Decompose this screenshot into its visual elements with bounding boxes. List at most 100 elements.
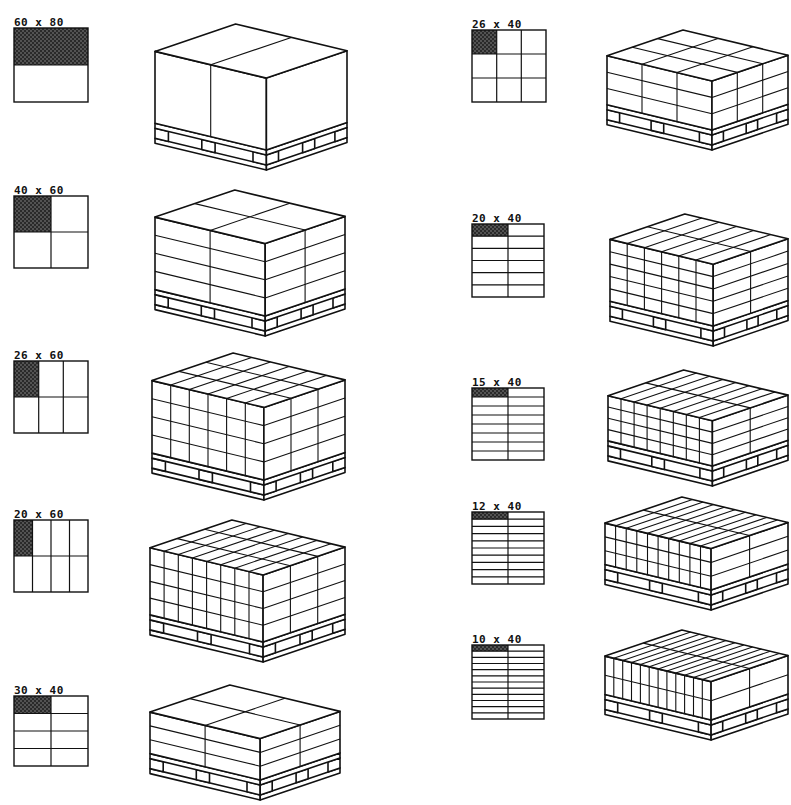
carton-line [226, 399, 227, 472]
hatched-unit [14, 696, 51, 714]
label-holder: 10 x 40 [472, 629, 522, 647]
load-top-face [150, 685, 340, 739]
load-top-face [610, 214, 788, 264]
carton-line [750, 252, 751, 314]
carton-line [684, 675, 685, 713]
pattern-line [472, 576, 544, 577]
pattern-line [472, 681, 544, 682]
pattern-line [14, 555, 88, 556]
size-label: 40 x 60 [14, 184, 64, 197]
pattern-line [472, 53, 546, 54]
carton-line [661, 252, 662, 314]
pattern-line [472, 248, 544, 249]
pattern-line [472, 694, 544, 695]
carton-line [195, 204, 305, 230]
pattern-outline [472, 388, 544, 460]
carton-line [749, 536, 750, 577]
carton-line [210, 230, 211, 302]
layer-line [264, 398, 345, 426]
label-holder: 26 x 60 [14, 345, 64, 363]
pattern-line [472, 562, 544, 563]
pattern-line [472, 569, 544, 570]
carton-line [644, 248, 645, 310]
label-holder: 60 x 80 [14, 12, 64, 30]
carton-line [649, 667, 650, 705]
pattern-line [472, 688, 544, 689]
size-label: 12 x 40 [472, 500, 522, 513]
carton-line [178, 527, 260, 555]
pattern-outline [472, 645, 544, 719]
layer-line [264, 416, 345, 444]
carton-line [615, 526, 616, 567]
pattern-line [472, 405, 544, 406]
pattern-outline [14, 196, 88, 268]
pattern-outline [14, 28, 88, 102]
load-top-face [152, 353, 345, 407]
load-top-face [605, 497, 788, 549]
label-holder: 15 x 40 [472, 372, 522, 390]
carton-line [658, 39, 763, 64]
carton-line [678, 256, 679, 318]
pattern-line [14, 396, 88, 397]
carton-line [679, 541, 680, 582]
carton-line [676, 73, 677, 122]
carton-line [190, 699, 300, 725]
carton-line [170, 385, 171, 458]
carton-line [750, 408, 751, 453]
carton-line [192, 558, 193, 625]
carton-line [737, 72, 738, 121]
pattern-line [472, 284, 544, 285]
pattern-line [472, 651, 544, 652]
carton-line [179, 371, 291, 398]
hatched-unit [14, 361, 39, 397]
carton-line [206, 362, 318, 389]
layer-line [607, 72, 712, 97]
carton-line [177, 539, 290, 566]
carton-line [749, 669, 750, 707]
hatched-unit [472, 224, 508, 236]
size-label: 15 x 40 [472, 376, 522, 389]
carton-line [634, 402, 635, 447]
label-holder: 26 x 40 [472, 14, 522, 32]
carton-line [245, 375, 326, 403]
pattern-line [472, 272, 544, 273]
pattern-line [472, 260, 544, 261]
pattern-line [472, 423, 544, 424]
pattern-line [14, 730, 88, 731]
pattern-line [472, 712, 544, 713]
pattern-outline [472, 30, 546, 102]
carton-line [666, 671, 667, 709]
layer-line [263, 581, 345, 609]
pattern-outline [14, 361, 88, 433]
carton-line [205, 725, 206, 766]
pattern-outline [472, 224, 544, 297]
pattern-line [472, 669, 544, 670]
layer-line [607, 89, 712, 114]
pattern-line [472, 657, 544, 658]
carton-line [192, 530, 274, 558]
pattern-outline [14, 696, 88, 766]
carton-line [207, 394, 208, 467]
carton-line [317, 389, 318, 462]
carton-line [627, 244, 628, 306]
carton-line [643, 510, 749, 535]
carton-line [631, 663, 632, 701]
carton-line [647, 227, 750, 252]
carton-line [647, 533, 648, 574]
carton-line [211, 37, 292, 64]
carton-line [235, 540, 317, 568]
pattern-line [472, 236, 544, 237]
pattern-line [472, 675, 544, 676]
size-label: 26 x 60 [14, 349, 64, 362]
layer-line [712, 72, 788, 98]
carton-line [189, 390, 190, 463]
hatched-unit [472, 30, 497, 54]
carton-line [675, 673, 676, 711]
pattern-line [14, 713, 88, 714]
pattern-line [472, 441, 544, 442]
pattern-line [14, 231, 88, 232]
carton-line [248, 572, 249, 639]
carton-line [206, 561, 207, 628]
hatched-unit [14, 520, 33, 556]
